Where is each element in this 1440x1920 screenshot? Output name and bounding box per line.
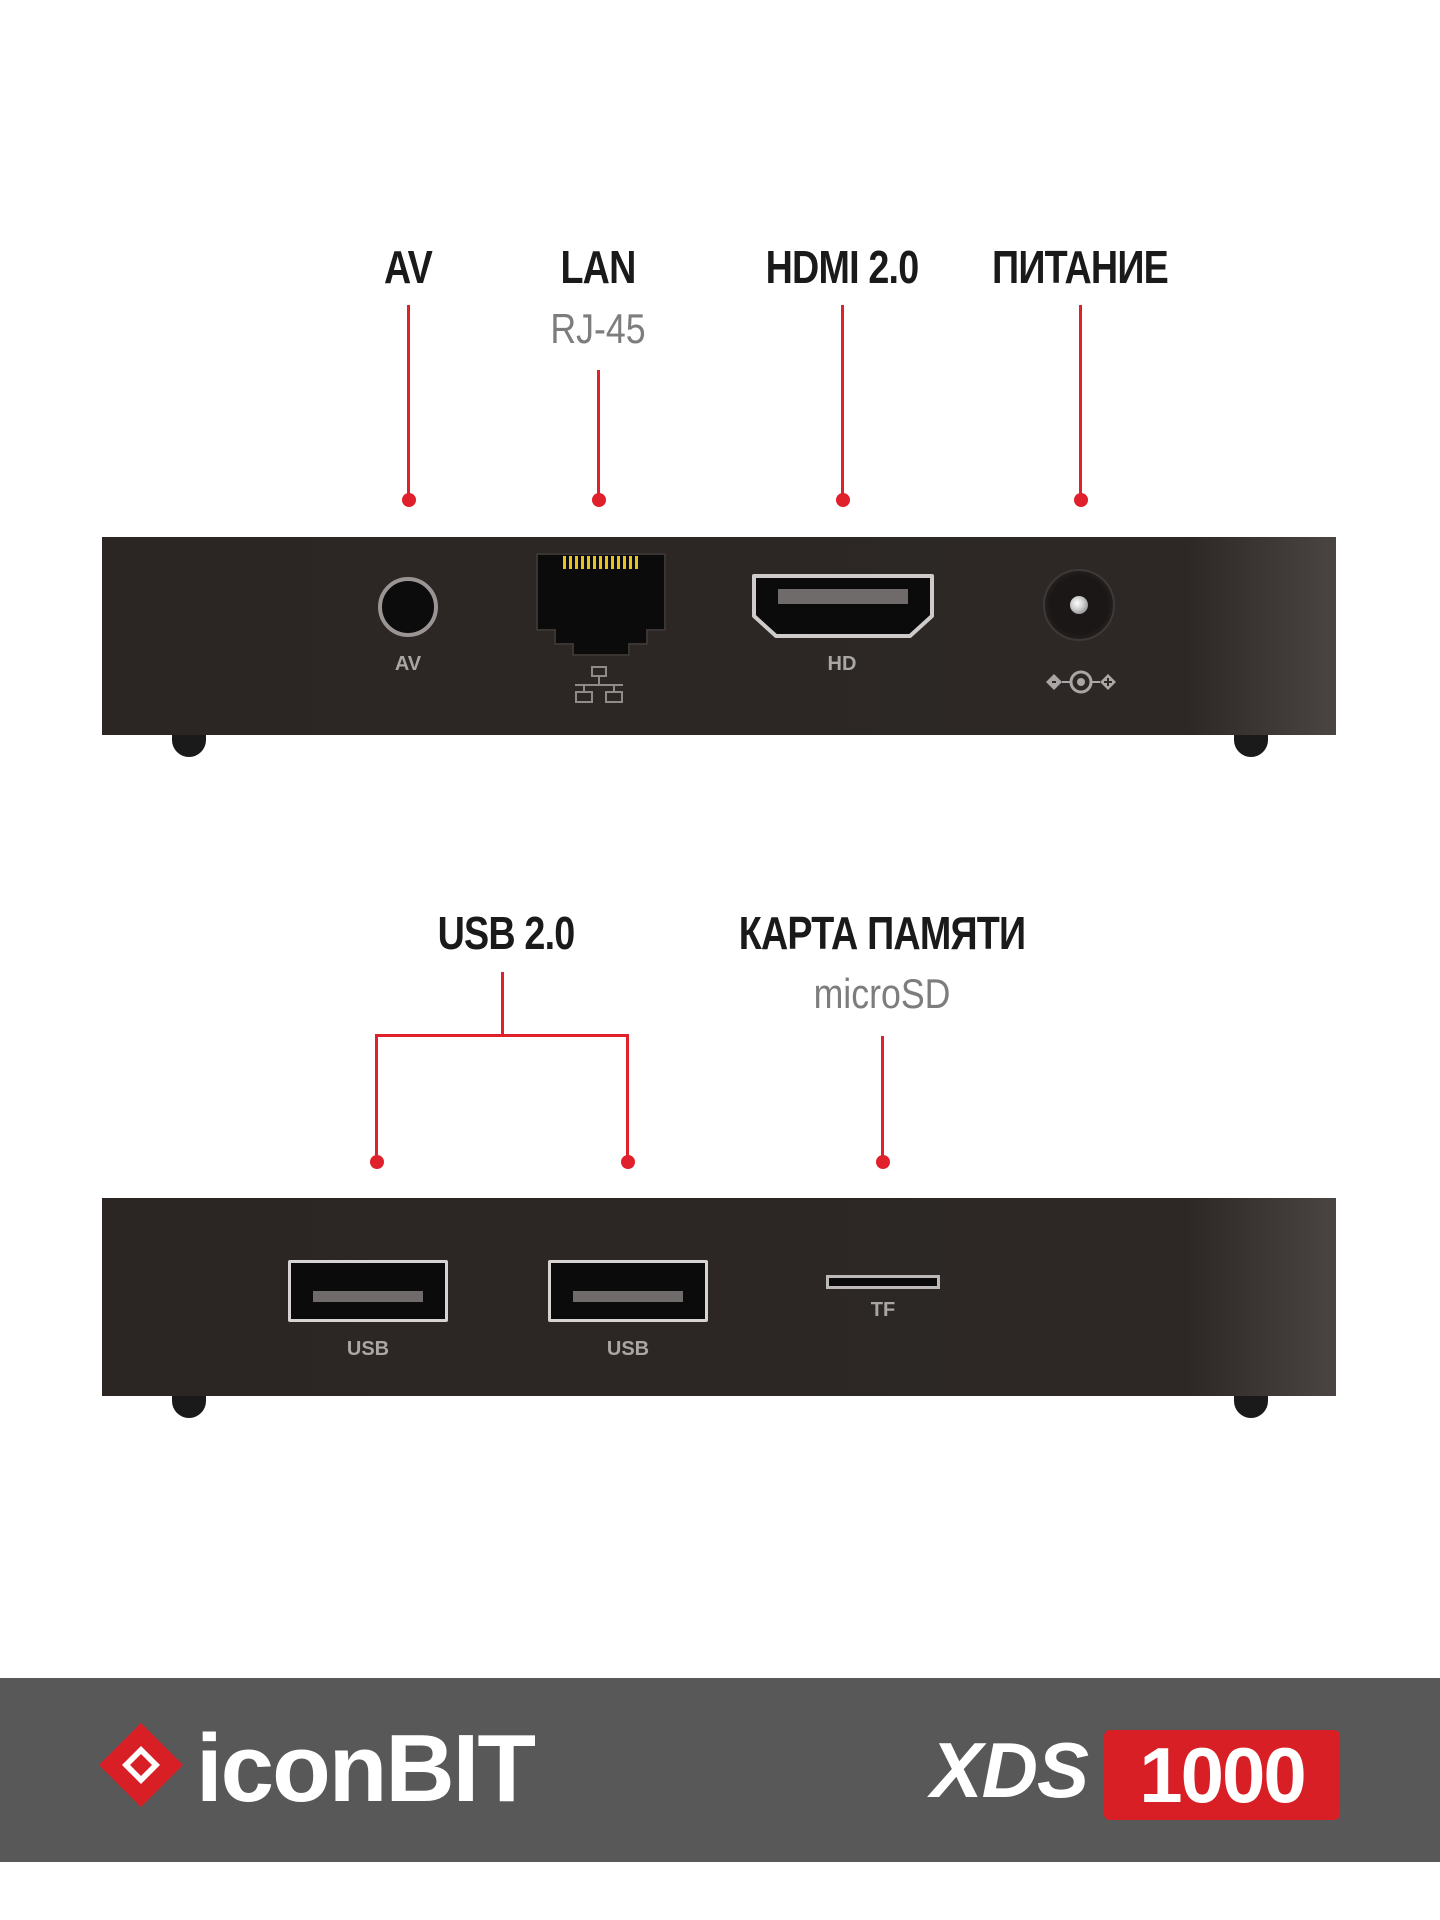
av-jack-port (378, 577, 438, 637)
usb-tongue (313, 1291, 423, 1302)
device-rear-panel-top: AV (102, 537, 1336, 757)
leader-line-power (1079, 305, 1082, 500)
leader-dot-av (402, 493, 416, 507)
label-lan: LAN (560, 241, 636, 293)
power-dc-jack (1043, 569, 1115, 641)
leader-line-card (881, 1036, 884, 1162)
label-hdmi: HDMI 2.0 (765, 241, 920, 293)
model-number: 1000 (1139, 1730, 1307, 1819)
iconbit-logo-icon (96, 1720, 186, 1815)
leader-dot-card (876, 1155, 890, 1169)
device-foot-left (172, 1396, 206, 1418)
caption-usb-2: USB (606, 1338, 650, 1360)
microsd-slot (826, 1275, 940, 1289)
hdmi-port (750, 572, 936, 645)
leader-line-av (407, 305, 410, 500)
leader-dot-hdmi (836, 493, 850, 507)
brand-name: iconBIT (196, 1715, 536, 1822)
device-foot-right (1234, 1396, 1268, 1418)
usb-port-2 (548, 1260, 708, 1322)
rj45-port (535, 552, 667, 657)
leader-line-usb1 (375, 1034, 378, 1162)
leader-line-usb2 (626, 1034, 629, 1162)
leader-line-usb-stem (501, 972, 504, 1036)
network-icon (572, 665, 626, 710)
usb-tongue (573, 1291, 683, 1302)
leader-line-hdmi (841, 305, 844, 500)
model-badge: 1000 (1104, 1730, 1340, 1820)
caption-tf: TF (870, 1299, 896, 1321)
leader-dot-power (1074, 493, 1088, 507)
model-prefix: XDS (930, 1726, 1089, 1814)
power-pin (1070, 596, 1088, 614)
caption-av: AV (394, 653, 422, 675)
dc-polarity-icon (1044, 669, 1118, 700)
leader-line-usb-bracket (375, 1034, 629, 1037)
device-foot-right (1234, 735, 1268, 757)
caption-hd: HD (827, 653, 857, 675)
device-side-panel-bottom: USB USB TF (102, 1198, 1336, 1418)
usb-port-1 (288, 1260, 448, 1322)
label-av: AV (384, 241, 433, 293)
caption-usb-1: USB (346, 1338, 390, 1360)
leader-line-lan (597, 370, 600, 500)
label-power: ПИТАНИЕ (992, 241, 1169, 293)
leader-dot-usb1 (370, 1155, 384, 1169)
sublabel-microsd: microSD (813, 970, 951, 1017)
device-foot-left (172, 735, 206, 757)
sublabel-rj45: RJ-45 (550, 305, 646, 352)
label-usb: USB 2.0 (437, 907, 576, 959)
leader-dot-lan (592, 493, 606, 507)
leader-dot-usb2 (621, 1155, 635, 1169)
label-memory-card: КАРТА ПАМЯТИ (738, 907, 1026, 959)
footer-bar: iconBIT XDS 1000 (0, 1678, 1440, 1862)
